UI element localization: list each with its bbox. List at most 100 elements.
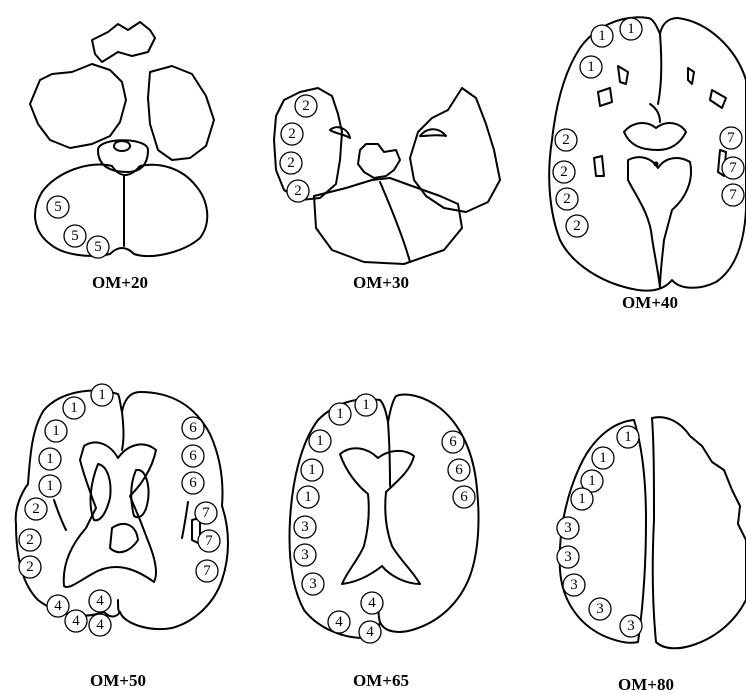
- roi-number: 2: [562, 132, 570, 148]
- slice-label: OM+80: [618, 675, 674, 693]
- brain-outline: [594, 156, 604, 176]
- brain-outline: [118, 600, 120, 612]
- brain-outline: [30, 64, 126, 148]
- roi-number: 1: [588, 473, 596, 489]
- roi-number: 4: [368, 595, 376, 611]
- roi-number: 1: [316, 433, 324, 449]
- roi-marker: 6: [448, 459, 470, 481]
- roi-marker: 7: [198, 530, 220, 552]
- slice-label: OM+20: [92, 273, 148, 292]
- brain-outline: [549, 17, 746, 290]
- roi-marker: 4: [359, 621, 381, 643]
- brain-outline: [114, 141, 130, 151]
- roi-marker: 7: [196, 560, 218, 582]
- roi-number: 2: [26, 532, 34, 548]
- brain-outline: [624, 123, 686, 150]
- brain-outline: [98, 140, 148, 172]
- roi-marker: 5: [47, 196, 69, 218]
- brain-outline: [358, 144, 400, 178]
- brain-outline: [650, 104, 660, 122]
- roi-marker: 1: [63, 397, 85, 419]
- roi-number: 2: [563, 191, 571, 207]
- roi-number: 2: [302, 98, 310, 114]
- roi-number: 1: [46, 451, 54, 467]
- roi-marker: 1: [571, 488, 593, 510]
- roi-number: 2: [288, 126, 296, 142]
- roi-number: 6: [455, 462, 463, 478]
- roi-marker: 4: [89, 614, 111, 636]
- roi-number: 4: [96, 617, 104, 633]
- roi-marker: 3: [563, 574, 585, 596]
- roi-number: 6: [460, 489, 468, 505]
- brain-outline: [122, 412, 124, 450]
- brain-outline: [618, 66, 628, 84]
- roi-marker: 3: [620, 615, 642, 637]
- roi-marker: 6: [442, 431, 464, 453]
- slice-om65: 1 1 1 1 1 3 3 3 6 6 6 4 4 4 OM+65: [290, 394, 479, 690]
- slice-om30: 2 2 2 2 OM+30: [274, 88, 500, 292]
- roi-number: 7: [202, 505, 210, 521]
- roi-number: 3: [564, 549, 572, 565]
- roi-marker: 7: [722, 184, 744, 206]
- roi-number: 2: [573, 218, 581, 234]
- brain-outline: [131, 470, 148, 517]
- roi-number: 1: [627, 21, 635, 37]
- roi-number: 4: [366, 624, 374, 640]
- roi-number: 3: [564, 520, 572, 536]
- roi-number: 3: [627, 618, 635, 634]
- roi-marker: 7: [720, 127, 742, 149]
- roi-number: 1: [52, 423, 60, 439]
- roi-marker: 1: [617, 426, 639, 448]
- roi-marker: 3: [294, 544, 316, 566]
- roi-number: 4: [72, 613, 80, 629]
- roi-number: 3: [309, 576, 317, 592]
- slice-label: OM+65: [353, 671, 409, 690]
- roi-number: 2: [26, 559, 34, 575]
- roi-number: 1: [599, 450, 607, 466]
- slice-om80: 1 1 1 1 3 3 3 3 3 OM+80: [557, 417, 746, 693]
- roi-marker: 2: [556, 188, 578, 210]
- roi-marker: 1: [297, 486, 319, 508]
- roi-marker: 1: [620, 18, 642, 40]
- roi-marker: 1: [591, 25, 613, 47]
- roi-number: 2: [294, 183, 302, 199]
- roi-number: 7: [205, 533, 213, 549]
- brain-outline: [654, 162, 659, 167]
- roi-number: 4: [335, 614, 343, 630]
- roi-marker: 5: [87, 236, 109, 258]
- brain-outline: [330, 127, 350, 138]
- roi-marker: 1: [45, 420, 67, 442]
- roi-number: 7: [729, 160, 737, 176]
- roi-marker: 2: [287, 180, 309, 202]
- brain-outline: [658, 34, 661, 104]
- roi-number: 2: [32, 501, 40, 517]
- roi-marker: 2: [295, 95, 317, 117]
- roi-number: 3: [301, 519, 309, 535]
- roi-marker: 4: [89, 590, 111, 612]
- roi-marker: 1: [91, 384, 113, 406]
- brain-outline: [388, 422, 390, 486]
- roi-marker: 1: [301, 459, 323, 481]
- roi-number: 6: [189, 475, 197, 491]
- roi-number: 4: [54, 598, 62, 614]
- brain-outline: [340, 448, 420, 584]
- roi-number: 7: [727, 130, 735, 146]
- roi-number: 5: [71, 228, 79, 244]
- brain-outline: [688, 68, 694, 84]
- brain-outline: [148, 66, 214, 160]
- roi-marker: 2: [19, 556, 41, 578]
- roi-number: 1: [598, 28, 606, 44]
- roi-number: 1: [98, 387, 106, 403]
- roi-marker: 1: [39, 475, 61, 497]
- roi-marker: 2: [19, 529, 41, 551]
- slice-label: OM+50: [90, 671, 146, 690]
- roi-number: 5: [94, 239, 102, 255]
- slice-label: OM+30: [353, 273, 409, 292]
- slice-label: OM+40: [622, 293, 678, 312]
- roi-marker: 6: [182, 445, 204, 467]
- slice-om50: 1 1 1 1 1 2 2 2 6 6 6 7 7 7 4 4 4 4 OM+5…: [16, 384, 228, 690]
- roi-marker: 4: [328, 611, 350, 633]
- slice-om20: 5 5 5 OM+20: [30, 22, 214, 292]
- roi-number: 6: [189, 448, 197, 464]
